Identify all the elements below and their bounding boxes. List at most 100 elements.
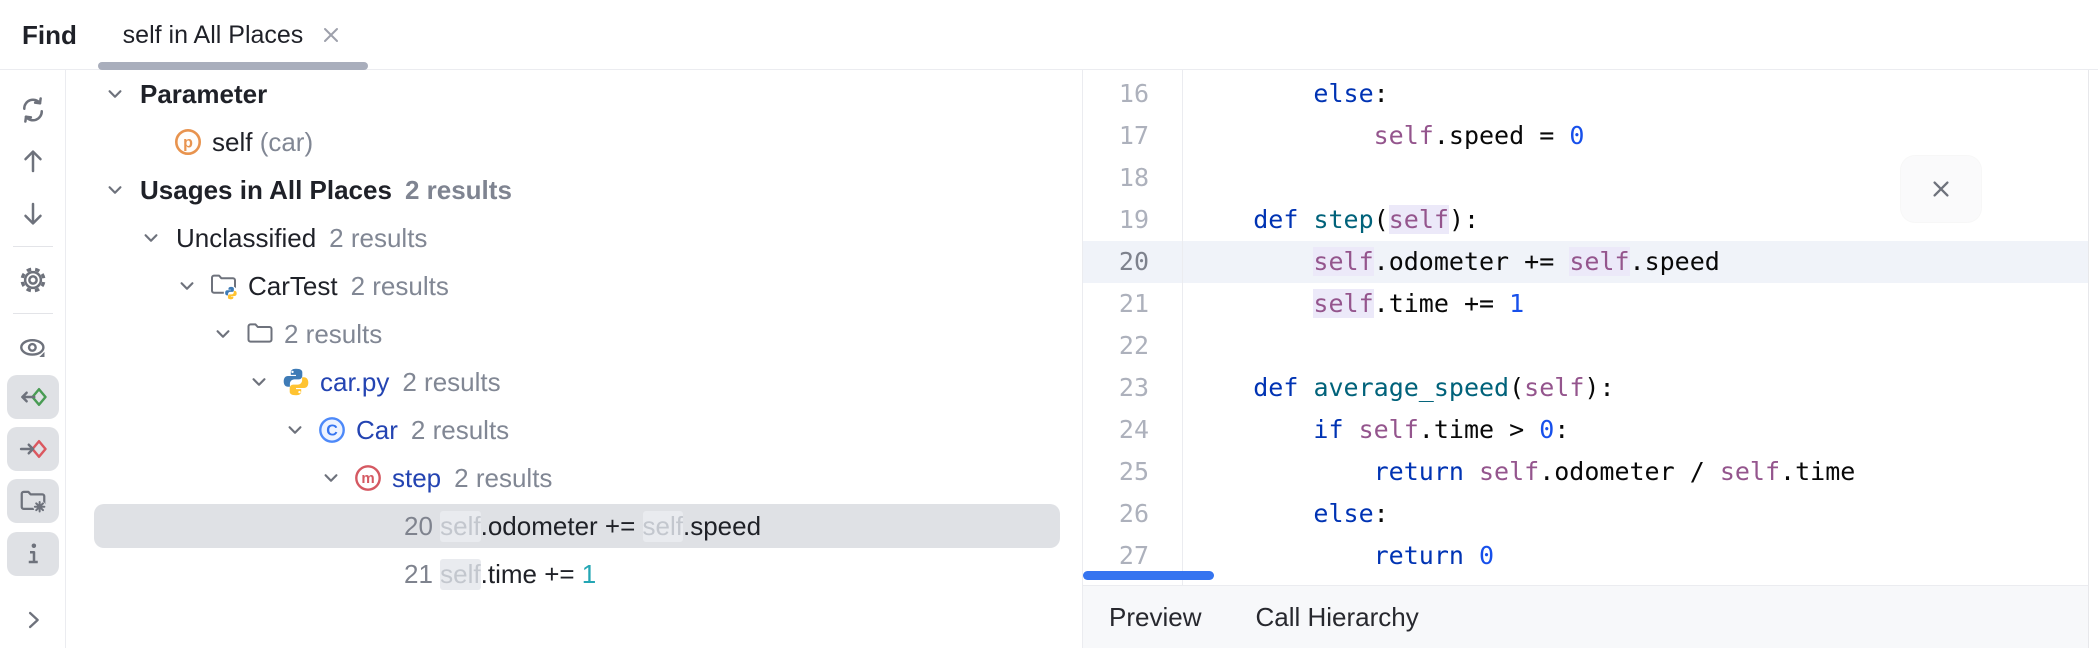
code-line-text: self.time += 1 (1313, 289, 1525, 318)
refresh-icon[interactable] (7, 88, 59, 132)
toolbar-divider (13, 246, 53, 247)
toolbar-divider (13, 313, 53, 314)
class-icon: C (316, 414, 348, 446)
code-line-text: self.odometer += self.speed (1313, 247, 1720, 276)
write-access-icon[interactable] (7, 427, 59, 471)
folder-icon (244, 318, 276, 350)
method-icon: m (352, 462, 384, 494)
code-line-text: return self.odometer / self.time (1373, 457, 1856, 486)
svg-text:C: C (326, 423, 338, 440)
code-line-22: 22 (1083, 325, 2088, 367)
chevron-down-icon[interactable] (102, 177, 128, 203)
tree-row-label: 2 results (284, 318, 383, 349)
svg-text:m: m (361, 470, 374, 487)
usage-line-21[interactable]: 21 self.time += 1 (66, 550, 1082, 598)
close-icon (1927, 175, 1955, 203)
line-number: 24 (1118, 415, 1149, 444)
panel-right-border (2088, 70, 2089, 648)
line-number: 20 (1118, 247, 1149, 276)
code-line-text: self.speed = 0 (1373, 121, 1585, 150)
svg-text:p: p (183, 135, 193, 152)
chevron-down-icon[interactable] (246, 369, 272, 395)
line-number: 17 (1118, 121, 1149, 150)
usages-tree: Parameter p self (car) Usages in All Places… (66, 70, 1082, 648)
left-toolbar (0, 70, 66, 648)
line-number: 18 (1118, 163, 1149, 192)
info-icon[interactable] (7, 532, 59, 576)
line-number: 23 (1118, 373, 1149, 402)
code-line-26: 26 else: (1083, 493, 2088, 535)
tree-row-label: 20 self.odometer += self.speed (404, 510, 762, 542)
chevron-down-icon[interactable] (282, 417, 308, 443)
group-by-folder-icon[interactable] (7, 479, 59, 523)
usage-line-20[interactable]: 20 self.odometer += self.speed (66, 502, 1082, 550)
python-file-icon (280, 366, 312, 398)
close-icon[interactable] (319, 23, 343, 47)
line-number: 26 (1118, 499, 1149, 528)
group-parameter[interactable]: Parameter (66, 70, 1082, 118)
tab-preview[interactable]: Preview (1109, 601, 1202, 632)
chevron-down-icon[interactable] (318, 465, 344, 491)
gutter-separator (1182, 70, 1183, 585)
tool-window-header: Find self in All Places (0, 0, 2098, 70)
code-line-text: def step(self): (1253, 205, 1480, 234)
settings-gear-icon[interactable] (7, 258, 59, 302)
tab-call-hierarchy[interactable]: Call Hierarchy (1255, 601, 1419, 632)
horizontal-scrollbar-thumb[interactable] (1083, 571, 1214, 580)
chevron-down-icon[interactable] (138, 225, 164, 251)
chevron-down-icon[interactable] (210, 321, 236, 347)
code-line-21: 21 self.time += 1 (1083, 283, 2088, 325)
parameter-icon: p (172, 126, 204, 158)
code-line-24: 24 if self.time > 0: (1083, 409, 2088, 451)
preview-footer-tabs: Preview Call Hierarchy (1083, 585, 2088, 648)
tree-row-label: Parameter (140, 78, 268, 109)
line-number: 25 (1118, 457, 1149, 486)
tree-row-label: self (car) (212, 126, 314, 157)
code-line-17: 17 self.speed = 0 (1083, 115, 2088, 157)
line-number: 27 (1118, 541, 1149, 570)
tool-window-title: Find (22, 19, 77, 50)
code-line-27: 27 return 0 (1083, 535, 2088, 577)
directory-node[interactable]: 2 results (66, 310, 1082, 358)
arrow-down-icon[interactable] (7, 192, 59, 236)
chevron-down-icon[interactable] (174, 273, 200, 299)
preview-eye-icon[interactable] (7, 327, 59, 371)
read-access-icon[interactable] (7, 375, 59, 419)
parameter-self[interactable]: p self (car) (66, 118, 1082, 166)
selected-tab-indicator (98, 62, 368, 70)
selected-row-highlight (94, 504, 1060, 548)
chevron-right-icon[interactable] (19, 606, 47, 634)
line-number: 21 (1118, 289, 1149, 318)
code-line-16: 16 else: (1083, 73, 2088, 115)
close-preview-button[interactable] (1901, 156, 1981, 222)
tree-row-label: 21 self.time += 1 (404, 558, 597, 590)
code-line-text: else: (1313, 499, 1389, 528)
arrow-up-icon[interactable] (7, 139, 59, 183)
folder-python-icon (208, 270, 240, 302)
chevron-down-icon[interactable] (102, 81, 128, 107)
tab-title: self in All Places (122, 20, 304, 49)
code-line-text: return 0 (1373, 541, 1495, 570)
code-line-20: 20 self.odometer += self.speed (1083, 241, 2088, 283)
code-line-text: if self.time > 0: (1313, 415, 1570, 444)
code-line-19: 19 def step(self): (1083, 199, 2088, 241)
line-number: 22 (1118, 331, 1149, 360)
code-line-25: 25 return self.odometer / self.time (1083, 451, 2088, 493)
code-line-text: else: (1313, 79, 1389, 108)
code-line-23: 23 def average_speed(self): (1083, 367, 2088, 409)
tab-self-in-all-places[interactable]: self in All Places (98, 0, 368, 70)
